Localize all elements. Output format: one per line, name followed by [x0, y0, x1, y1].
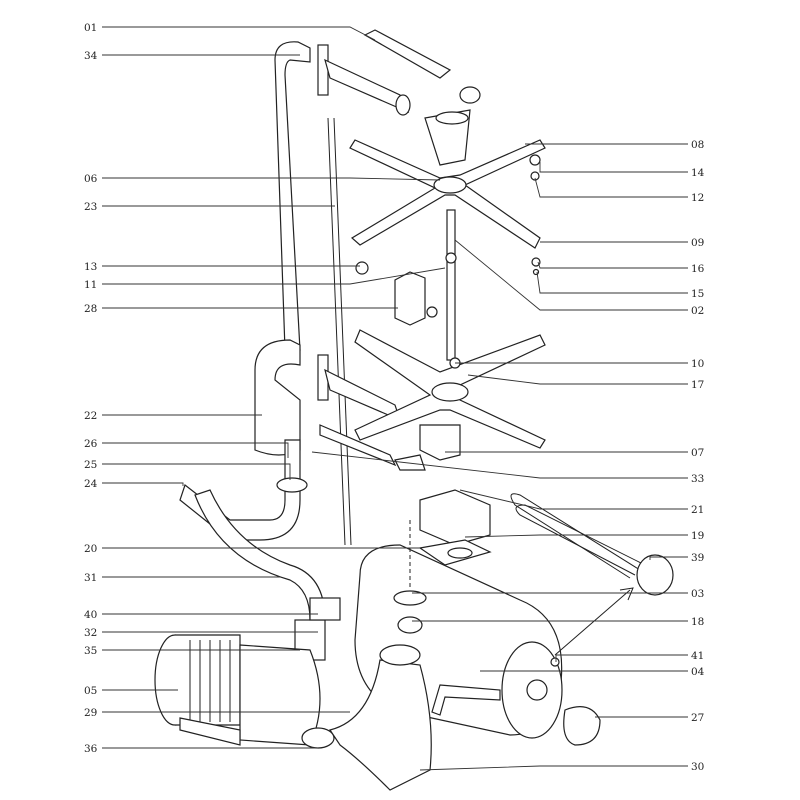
callout-label-35: 35 — [84, 645, 97, 657]
callout-label-40: 40 — [84, 609, 97, 621]
callout-label-15: 15 — [691, 288, 704, 300]
callout-label-13: 13 — [84, 261, 97, 273]
leader-line — [459, 489, 688, 510]
callout-labels: 01 34 06 23 13 11 28 22 26 25 24 20 31 40 32 35 05 29 36 08… — [84, 22, 705, 773]
callout-label-11: 11 — [84, 279, 97, 291]
leader-line — [467, 374, 688, 385]
leader-line — [649, 556, 688, 560]
callout-label-27: 27 — [691, 712, 704, 724]
leader-line — [102, 177, 441, 181]
mesh-hose — [329, 644, 432, 791]
parts-drawing — [154, 29, 674, 791]
leader-line — [102, 463, 291, 480]
callout-label-28: 28 — [84, 303, 97, 315]
callout-label-02: 02 — [691, 305, 704, 317]
leader-line — [454, 239, 688, 311]
callout-label-26: 26 — [84, 438, 98, 450]
callout-label-07: 07 — [691, 447, 704, 459]
callout-label-09: 09 — [691, 237, 704, 249]
leader-line — [102, 267, 446, 285]
callout-label-32: 32 — [84, 627, 97, 639]
callout-label-14: 14 — [691, 167, 705, 179]
leader-line — [539, 162, 688, 173]
upper-spray-arm — [349, 139, 546, 361]
leader-line — [534, 177, 688, 198]
callout-label-36: 36 — [84, 743, 98, 755]
callout-label-21: 21 — [691, 504, 704, 516]
callout-label-33: 33 — [691, 473, 704, 485]
callout-label-10: 10 — [691, 358, 704, 370]
leader-line — [102, 442, 289, 458]
callout-label-25: 25 — [84, 459, 97, 471]
callout-label-19: 19 — [691, 530, 704, 542]
pump-motor — [154, 634, 335, 749]
leader-line — [102, 26, 376, 41]
lower-pipe — [254, 339, 401, 456]
heating-element — [393, 489, 674, 656]
callout-label-41: 41 — [691, 650, 704, 662]
callout-label-01: 01 — [84, 22, 97, 34]
callout-label-24: 24 — [84, 478, 98, 490]
pump-piping — [179, 439, 341, 661]
callout-label-20: 20 — [84, 543, 97, 555]
callout-label-03: 03 — [691, 588, 704, 600]
leader-line — [311, 451, 688, 479]
valve-block — [394, 271, 438, 326]
callout-label-04: 04 — [691, 666, 705, 678]
callout-label-17: 17 — [691, 379, 704, 391]
callout-label-12: 12 — [691, 192, 704, 204]
callout-label-23: 23 — [84, 201, 97, 213]
leader-line — [537, 261, 688, 269]
leader-line — [536, 271, 688, 294]
callout-label-30: 30 — [691, 761, 704, 773]
callout-label-39: 39 — [691, 552, 704, 564]
callout-label-22: 22 — [84, 410, 97, 422]
callout-label-05: 05 — [84, 685, 97, 697]
leader-line — [464, 534, 688, 538]
leader-line — [419, 765, 688, 771]
callout-label-08: 08 — [691, 139, 704, 151]
lower-spray-arm — [319, 329, 546, 471]
leader-line — [555, 654, 688, 662]
callout-label-06: 06 — [84, 173, 98, 185]
callout-label-29: 29 — [84, 707, 97, 719]
callout-label-34: 34 — [84, 50, 98, 62]
leader-line — [102, 482, 184, 486]
callout-label-18: 18 — [691, 616, 704, 628]
callout-label-16: 16 — [691, 263, 705, 275]
upper-pipe — [274, 29, 481, 546]
callout-label-31: 31 — [84, 572, 97, 584]
